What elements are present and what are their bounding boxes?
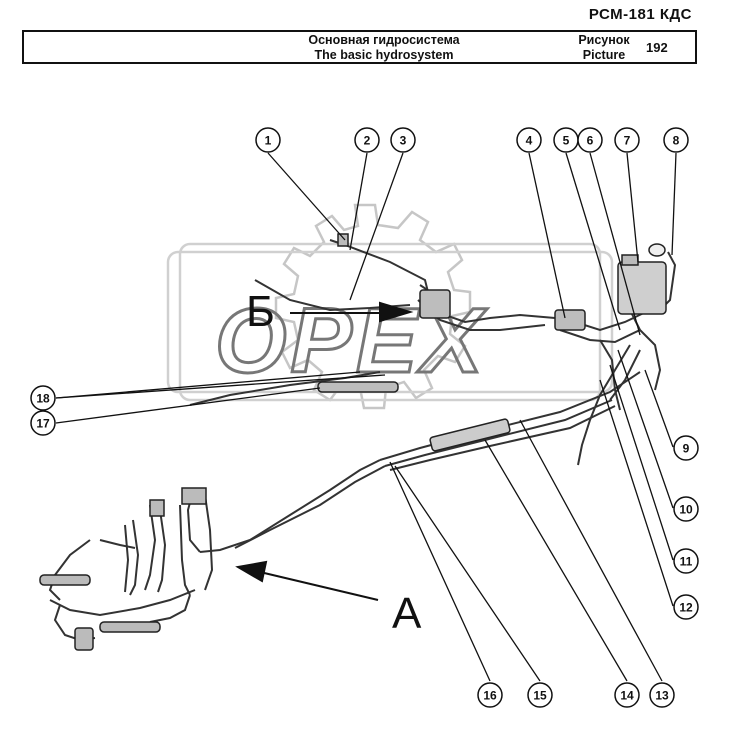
callout-number: 8 <box>673 134 680 148</box>
callout-7: 7 <box>614 127 640 153</box>
callout-number: 12 <box>679 601 693 615</box>
callout-number: 15 <box>533 689 547 703</box>
callout-circle <box>663 127 689 153</box>
callout-circle <box>673 435 699 461</box>
callout-number: 11 <box>680 555 693 569</box>
callout-circle <box>390 127 416 153</box>
hydraulic-cylinder-17 <box>317 381 399 393</box>
hydraulic-tank <box>617 261 667 315</box>
callout-number: 10 <box>679 503 693 517</box>
cylinder-lower-center <box>99 621 161 633</box>
callout-number: 18 <box>36 392 50 406</box>
callout-6: 6 <box>577 127 603 153</box>
callout-number: 17 <box>36 417 50 431</box>
callout-number: 14 <box>620 689 634 703</box>
title-russian: Основная гидросистема <box>308 33 460 47</box>
valve-block <box>419 289 451 319</box>
callout-5: 5 <box>553 127 579 153</box>
callout-circle <box>577 127 603 153</box>
callout-circle <box>30 385 56 411</box>
components <box>39 233 667 651</box>
callout-circle <box>614 682 640 708</box>
callout-number: 3 <box>400 134 407 148</box>
callout-circle <box>673 594 699 620</box>
document-code: РСМ-181 КДС <box>588 6 692 23</box>
callout-number: 2 <box>364 134 371 148</box>
callout-12: 12 <box>673 594 699 620</box>
callout-number: 6 <box>587 134 594 148</box>
callout-11: 11 <box>673 548 699 574</box>
callout-circle <box>255 127 281 153</box>
title-english: The basic hydrosystem <box>314 48 454 62</box>
callout-number: 1 <box>265 134 272 148</box>
callout-3: 3 <box>390 127 416 153</box>
callout-number: 5 <box>563 134 570 148</box>
callout-circle <box>30 410 56 436</box>
callout-number: 16 <box>483 689 497 703</box>
cylinder-lower-left <box>39 574 91 586</box>
callout-4: 4 <box>516 127 542 153</box>
picture-number: 192 <box>646 40 668 55</box>
callout-14: 14 <box>614 682 640 708</box>
callout-18: 18 <box>30 385 56 411</box>
callout-circle <box>477 682 503 708</box>
callout-number: 7 <box>624 134 631 148</box>
callout-number: 4 <box>526 134 533 148</box>
callout-15: 15 <box>527 682 553 708</box>
callout-circle <box>673 496 699 522</box>
callout-circle <box>354 127 380 153</box>
view-arrows <box>235 301 414 601</box>
view-label-b: Б <box>246 287 275 336</box>
picture-label-english: Picture <box>582 48 626 62</box>
callout-2: 2 <box>354 127 380 153</box>
callout-1: 1 <box>255 127 281 153</box>
callout-number: 9 <box>683 442 690 456</box>
view-label-a: А <box>392 589 422 638</box>
callout-circle <box>673 548 699 574</box>
callout-circle <box>527 682 553 708</box>
callout-13: 13 <box>649 682 675 708</box>
callout-circle <box>649 682 675 708</box>
callout-16: 16 <box>477 682 503 708</box>
callout-number: 13 <box>655 689 669 703</box>
callout-circle <box>516 127 542 153</box>
picture-label-russian: Рисунок <box>578 33 630 47</box>
leader-lines <box>55 152 677 682</box>
callout-10: 10 <box>673 496 699 522</box>
callout-circle <box>614 127 640 153</box>
callout-8: 8 <box>663 127 689 153</box>
callout-17: 17 <box>30 410 56 436</box>
title-block: Основная гидросистема The basic hydrosys… <box>22 30 697 64</box>
callout-9: 9 <box>673 435 699 461</box>
